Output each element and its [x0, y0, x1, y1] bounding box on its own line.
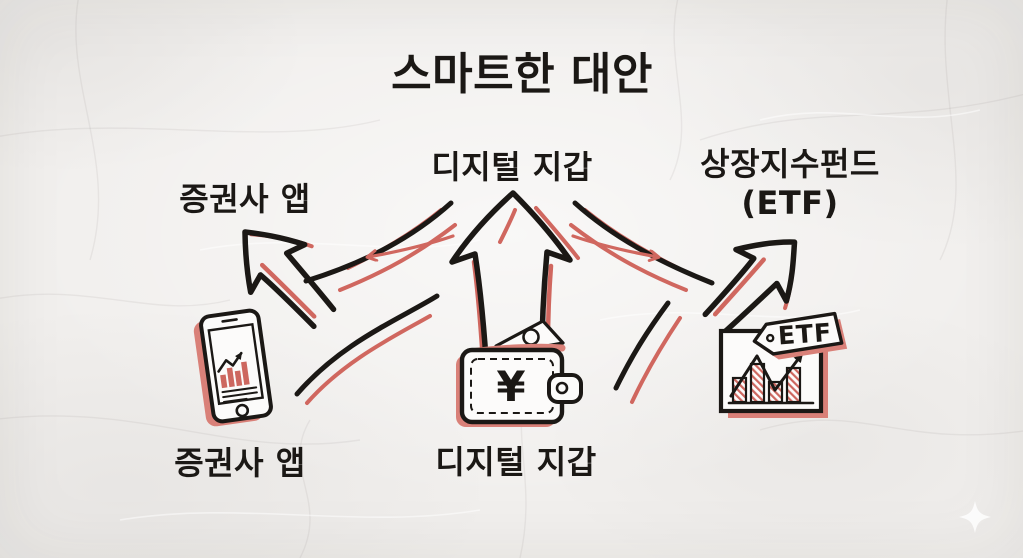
red-flow-arrow-left	[368, 234, 455, 257]
phone-home-button	[235, 403, 250, 418]
wallet-icon: ¥	[456, 319, 583, 427]
etf-tag-text: ETF	[777, 318, 833, 351]
phone-screen-bar-chart	[217, 351, 250, 389]
bottom-label-digital-wallet: 디지털 지갑	[435, 443, 597, 481]
arrow-up-right	[702, 239, 798, 336]
wallet-clasp	[547, 373, 583, 404]
sparkle-watermark-icon	[959, 501, 991, 533]
wallet-currency-symbol: ¥	[496, 362, 525, 411]
flow-swoosh-left	[294, 200, 457, 405]
red-flow-arrow-right	[571, 234, 658, 257]
top-label-etf: 상장지수펀드 (ETF)	[700, 145, 880, 223]
slide-title: 스마트한 대안	[391, 49, 653, 100]
bar-chart-with-tag-icon: ETF	[718, 311, 848, 418]
flow-swoosh-right	[569, 200, 715, 404]
top-label-digital-wallet: 디지털 지갑	[431, 148, 593, 186]
bottom-label-securities-app: 증권사 앱	[174, 444, 306, 482]
etf-price-tag: ETF	[752, 311, 848, 360]
phone-screen-text-lines	[221, 386, 258, 404]
phone-speaker	[221, 318, 238, 323]
top-label-securities-app: 증권사 앱	[179, 180, 311, 218]
etf-trend-arrow	[729, 352, 804, 398]
top-label-etf-line2: (ETF)	[741, 184, 839, 222]
top-label-etf-line1: 상장지수펀드	[700, 145, 880, 183]
arrow-up-left	[242, 229, 337, 330]
smartphone-stock-chart-icon	[193, 308, 273, 427]
